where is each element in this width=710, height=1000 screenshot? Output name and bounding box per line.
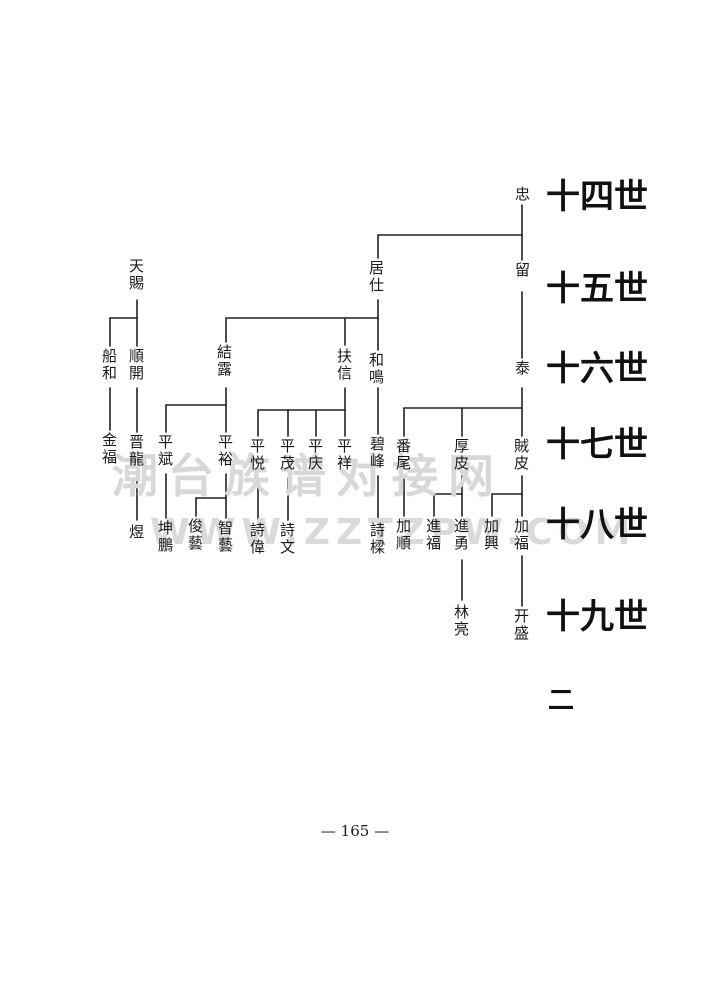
page-number: — 165 — bbox=[320, 822, 390, 840]
name: 俊藝 bbox=[186, 518, 204, 552]
name: 平裕 bbox=[216, 434, 234, 468]
name: 平悦 bbox=[248, 438, 266, 472]
name: 忠 bbox=[513, 186, 531, 203]
name: 詩偉 bbox=[248, 522, 266, 556]
name: 平庆 bbox=[306, 438, 324, 472]
name: 加福 bbox=[512, 518, 530, 552]
name: 進勇 bbox=[452, 518, 470, 552]
watermark-url: WWW.ZZTZPW.COM bbox=[150, 512, 637, 553]
name: 加興 bbox=[482, 518, 500, 552]
name: 平祥 bbox=[335, 438, 353, 472]
generation-label-17: 十七世 bbox=[546, 425, 648, 465]
name: 林亮 bbox=[452, 604, 470, 638]
generation-label-19: 十九世 bbox=[546, 597, 648, 637]
name: 加順 bbox=[394, 518, 412, 552]
generation-label-20: 二 bbox=[548, 686, 575, 716]
name: 船和 bbox=[100, 348, 118, 382]
watermark: 潮台族谱对接网 bbox=[112, 449, 504, 503]
name: 賊皮 bbox=[512, 438, 530, 472]
name: 晋龍 bbox=[127, 434, 145, 468]
name: 進福 bbox=[424, 518, 442, 552]
generation-label-16: 十六世 bbox=[546, 349, 648, 389]
name: 扶信 bbox=[335, 348, 353, 382]
name: 厚皮 bbox=[452, 438, 470, 472]
name: 开盛 bbox=[512, 608, 530, 642]
name: 番尾 bbox=[394, 438, 412, 472]
generation-label-18: 十八世 bbox=[546, 505, 648, 545]
name: 金福 bbox=[100, 432, 118, 466]
name: 詩樑 bbox=[368, 522, 386, 556]
name: 坤鵬 bbox=[156, 520, 174, 554]
name: 碧峰 bbox=[368, 436, 386, 470]
name: 智藝 bbox=[216, 520, 234, 554]
name: 居仕 bbox=[367, 260, 385, 294]
name: 泰 bbox=[513, 360, 531, 377]
name: 順開 bbox=[127, 348, 145, 382]
name: 天賜 bbox=[127, 258, 145, 292]
name: 煜 bbox=[127, 524, 145, 541]
name: 平茂 bbox=[278, 438, 296, 472]
name: 平斌 bbox=[156, 434, 174, 468]
name: 和鳴 bbox=[367, 352, 385, 386]
generation-label-14: 十四世 bbox=[546, 177, 648, 217]
name: 結露 bbox=[215, 344, 233, 378]
name: 詩文 bbox=[278, 522, 296, 556]
name: 留 bbox=[513, 262, 531, 279]
generation-label-15: 十五世 bbox=[546, 269, 648, 309]
